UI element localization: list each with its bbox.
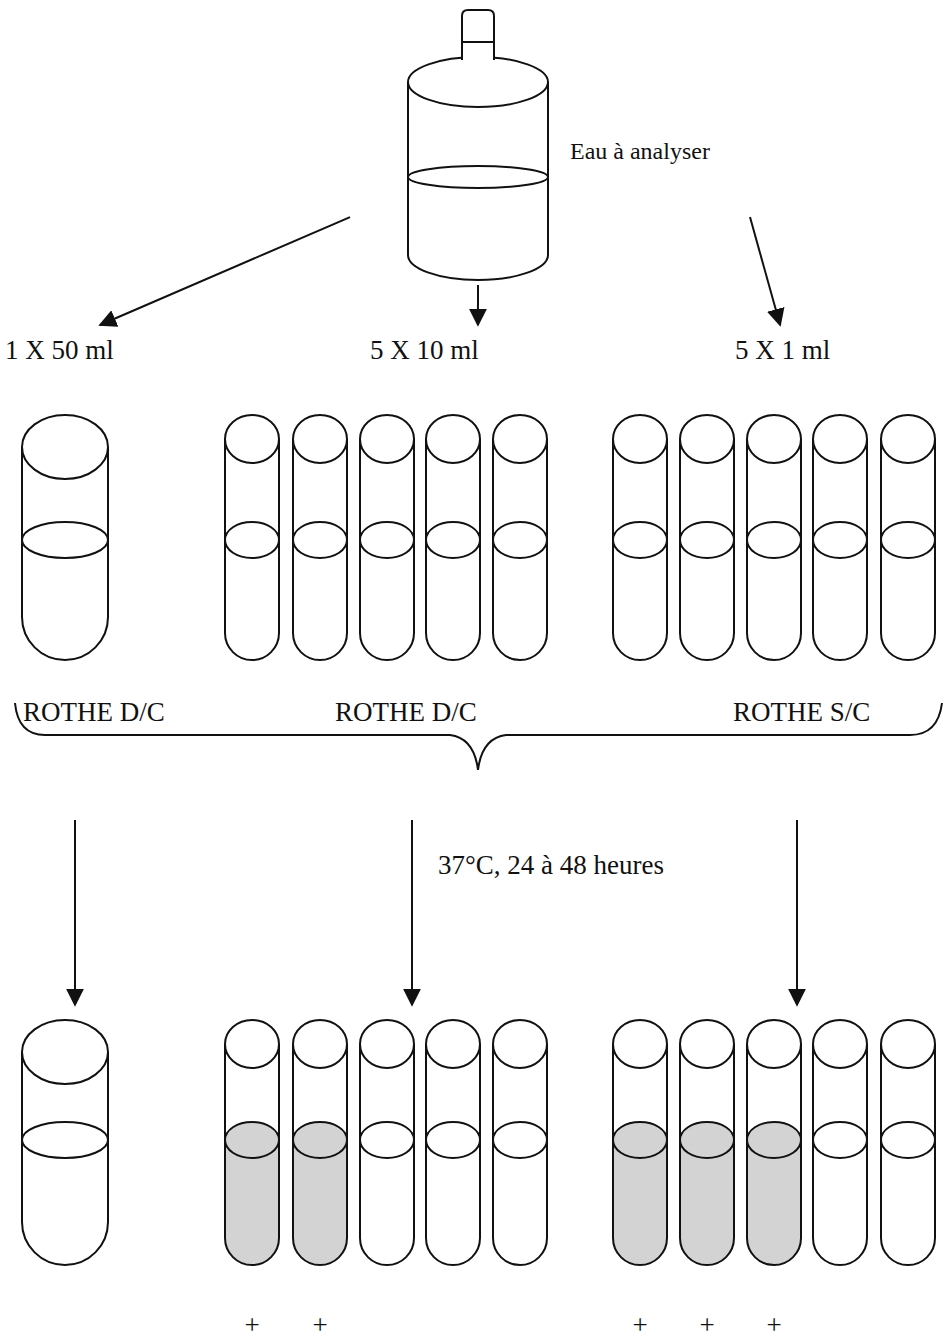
medium-label: ROTHE D/C bbox=[23, 697, 165, 727]
positive-sign: + bbox=[244, 1310, 259, 1340]
node-outline bbox=[605, 325, 945, 730]
test-tube bbox=[493, 1020, 547, 1265]
test-tube bbox=[680, 415, 734, 660]
test-tube bbox=[426, 415, 480, 660]
tube-series: 5 X 1 ml ROTHE S/C bbox=[605, 325, 945, 730]
test-tube bbox=[747, 415, 801, 660]
incubation-arrow bbox=[411, 820, 413, 1005]
volume-heading: 5 X 10 ml bbox=[370, 335, 479, 365]
distribution-arrow bbox=[750, 217, 780, 325]
volume-heading: 5 X 1 ml bbox=[735, 335, 830, 365]
medium-label: ROTHE D/C bbox=[335, 697, 477, 727]
tube-series: 5 X 10 ml ROTHE D/C bbox=[220, 325, 555, 730]
test-tube bbox=[613, 1020, 667, 1265]
test-tube bbox=[493, 415, 547, 660]
incubation-arrow bbox=[796, 820, 798, 1005]
test-tube bbox=[360, 415, 414, 660]
test-tube bbox=[293, 1020, 347, 1265]
test-tube bbox=[613, 415, 667, 660]
test-tube bbox=[225, 1020, 279, 1265]
node-outline bbox=[5, 325, 195, 730]
volume-heading: 1 X 50 ml bbox=[5, 335, 114, 365]
distribution-arrow bbox=[477, 285, 479, 325]
test-tube bbox=[22, 415, 108, 660]
test-tube bbox=[747, 1020, 801, 1265]
sample-label: Eau à analyser bbox=[570, 136, 710, 166]
test-tube bbox=[360, 1020, 414, 1265]
test-tube bbox=[426, 1020, 480, 1265]
positive-sign: + bbox=[699, 1310, 714, 1340]
distribution-arrow bbox=[100, 217, 350, 325]
test-tube bbox=[225, 415, 279, 660]
positive-sign: + bbox=[766, 1310, 781, 1340]
node-outline bbox=[220, 325, 555, 730]
sample-bottle: Eau à analyser bbox=[350, 2, 750, 285]
positive-sign: + bbox=[312, 1310, 327, 1340]
test-tube bbox=[881, 415, 935, 660]
test-tube bbox=[22, 1020, 108, 1265]
test-tube bbox=[813, 415, 867, 660]
test-tube bbox=[813, 1020, 867, 1265]
tube-series: 1 X 50 ml ROTHE D/C bbox=[5, 325, 195, 730]
result-tubes bbox=[22, 1020, 935, 1265]
incubation-condition: 37°C, 24 à 48 heures bbox=[438, 850, 664, 880]
test-tube bbox=[680, 1020, 734, 1265]
medium-label: ROTHE S/C bbox=[733, 697, 870, 727]
incubation-arrow bbox=[74, 820, 76, 1005]
test-tube bbox=[881, 1020, 935, 1265]
test-tube bbox=[293, 415, 347, 660]
positive-sign: + bbox=[632, 1310, 647, 1340]
water-bottle bbox=[408, 10, 548, 280]
